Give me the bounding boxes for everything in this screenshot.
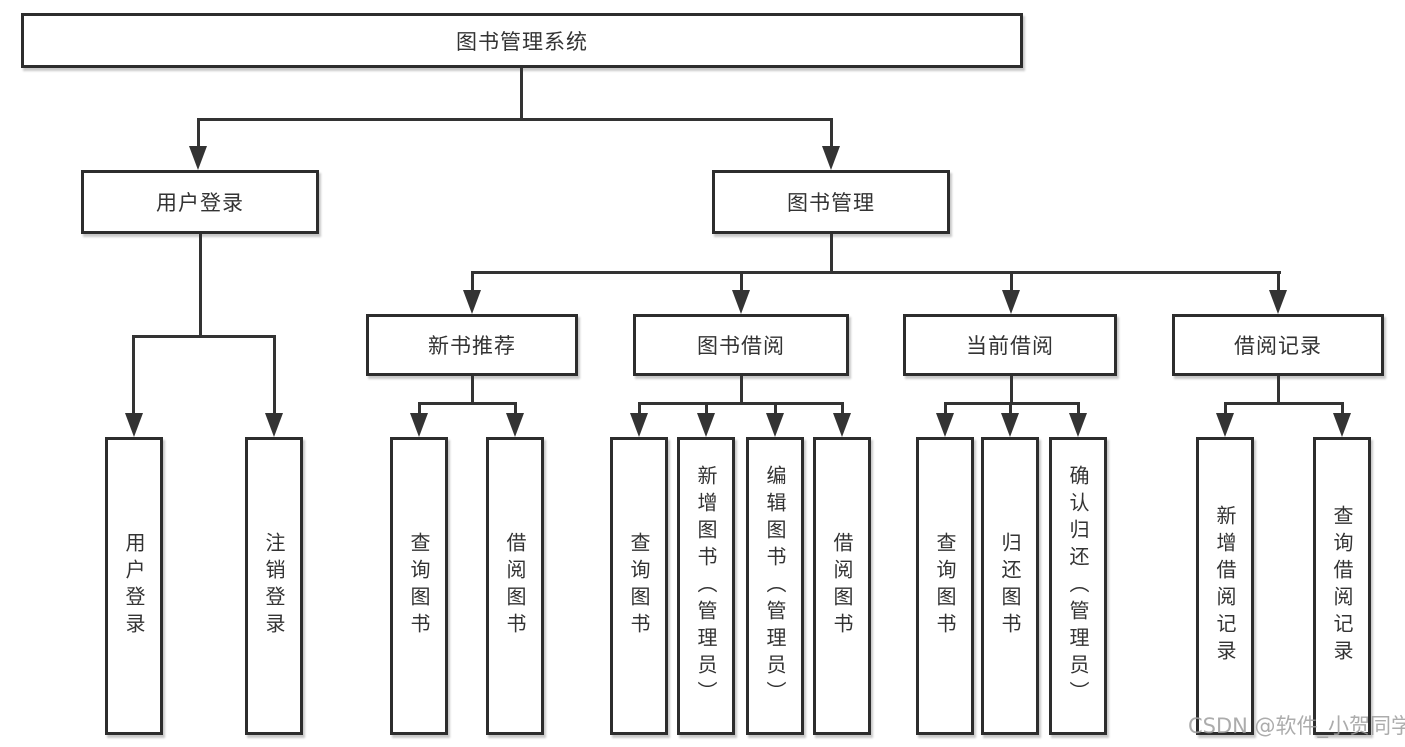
leaf-add-books-admin: 新增图书（管理员）: [677, 437, 735, 735]
node-borrow-records: 借阅记录: [1172, 314, 1384, 376]
arrow-down-icon: [463, 290, 481, 314]
node-current-borrow: 当前借阅: [903, 314, 1117, 376]
arrow-down-icon: [766, 413, 784, 437]
node-book-management: 图书管理: [712, 170, 950, 234]
arrow-down-icon: [630, 413, 648, 437]
connector-vline: [1341, 402, 1344, 415]
connector-hline: [471, 271, 1281, 274]
arrow-down-icon: [1333, 413, 1351, 437]
connector-vline: [1010, 271, 1013, 292]
connector-vline: [471, 376, 474, 405]
leaf-user-login: 用户登录: [105, 437, 163, 735]
leaf-return-books: 归还图书: [981, 437, 1039, 735]
csdn-watermark: CSDN @软件_小贺同学: [1188, 714, 1405, 738]
arrow-down-icon: [1069, 413, 1087, 437]
leaf-logout: 注销登录: [245, 437, 303, 735]
connector-vline: [471, 271, 474, 292]
arrow-down-icon: [697, 413, 715, 437]
connector-vline: [830, 234, 833, 274]
arrow-down-icon: [732, 290, 750, 314]
connector-hline: [197, 118, 833, 121]
leaf-borrow-books-2: 借阅图书: [813, 437, 871, 735]
connector-vline: [740, 376, 743, 405]
connector-vline: [199, 234, 202, 338]
connector-vline: [273, 335, 276, 415]
connector-hline: [1224, 402, 1344, 405]
leaf-confirm-return-admin: 确认归还（管理员）: [1049, 437, 1107, 735]
connector-vline: [1077, 402, 1080, 415]
connector-vline: [774, 402, 777, 415]
connector-vline: [841, 402, 844, 415]
connector-vline: [638, 402, 641, 415]
arrow-down-icon: [833, 413, 851, 437]
leaf-edit-books-admin: 编辑图书（管理员）: [746, 437, 804, 735]
arrow-down-icon: [1001, 413, 1019, 437]
connector-hline: [944, 402, 1080, 405]
arrow-down-icon: [265, 413, 283, 437]
connector-vline: [1224, 402, 1227, 415]
connector-vline: [1277, 376, 1280, 405]
arrow-down-icon: [189, 146, 207, 170]
connector-vline: [418, 402, 421, 415]
connector-hline: [132, 335, 276, 338]
arrow-down-icon: [1269, 290, 1287, 314]
leaf-query-books-2: 查询图书: [610, 437, 668, 735]
leaf-query-borrow-record: 查询借阅记录: [1313, 437, 1371, 735]
leaf-query-books-3: 查询图书: [916, 437, 974, 735]
connector-hline: [418, 402, 517, 405]
leaf-query-books-1: 查询图书: [390, 437, 448, 735]
arrow-down-icon: [1002, 290, 1020, 314]
connector-vline: [197, 118, 200, 148]
connector-vline: [830, 118, 833, 148]
arrow-down-icon: [410, 413, 428, 437]
arrow-down-icon: [936, 413, 954, 437]
connector-vline: [705, 402, 708, 415]
leaf-borrow-books-1: 借阅图书: [486, 437, 544, 735]
connector-vline: [520, 68, 523, 120]
arrow-down-icon: [822, 146, 840, 170]
node-user-login: 用户登录: [81, 170, 319, 234]
arrow-down-icon: [506, 413, 524, 437]
node-book-borrow: 图书借阅: [633, 314, 849, 376]
arrow-down-icon: [1216, 413, 1234, 437]
arrow-down-icon: [125, 413, 143, 437]
connector-vline: [944, 402, 947, 415]
node-new-book-recommend: 新书推荐: [366, 314, 578, 376]
connector-vline: [1009, 402, 1012, 415]
node-root: 图书管理系统: [21, 13, 1023, 68]
connector-hline: [638, 402, 844, 405]
connector-vline: [132, 335, 135, 415]
connector-vline: [514, 402, 517, 415]
connector-vline: [1010, 376, 1013, 405]
leaf-add-borrow-record: 新增借阅记录: [1196, 437, 1254, 735]
connector-vline: [1277, 271, 1280, 292]
connector-vline: [740, 271, 743, 292]
